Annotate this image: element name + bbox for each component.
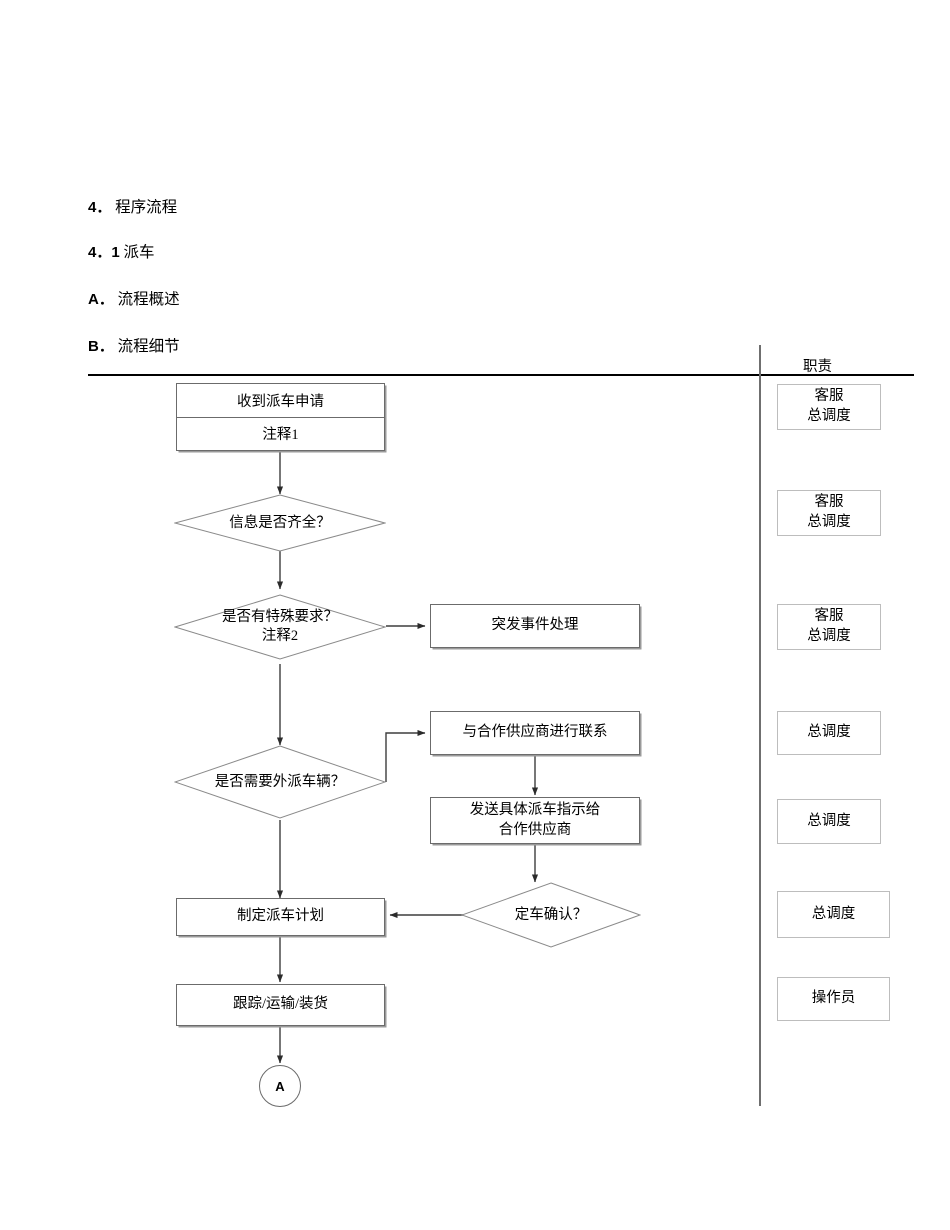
connector-circle-a[interactable]: A <box>259 1065 301 1107</box>
node-send-dispatch-instruction[interactable]: 发送具体派车指示给 合作供应商 <box>430 797 640 844</box>
responsibility-box-4-line1: 总调度 <box>807 724 851 741</box>
responsibility-box-6: 总调度 <box>777 891 890 938</box>
table-top-rule <box>88 374 914 376</box>
responsibility-box-3-line2: 总调度 <box>807 628 851 644</box>
node-send-dispatch-instruction-line1: 发送具体派车指示给 <box>469 801 601 818</box>
node-contact-supplier-label: 与合作供应商进行联系 <box>462 724 608 741</box>
node-contact-supplier[interactable]: 与合作供应商进行联系 <box>430 711 640 755</box>
heading-1-marker: 4． <box>88 199 112 216</box>
node-receive-request[interactable]: 收到派车申请 注释1 <box>176 383 385 451</box>
responsibility-box-4: 总调度 <box>777 711 881 755</box>
heading-3: A． 流程概述 <box>88 292 180 308</box>
responsibility-box-5: 总调度 <box>777 799 881 844</box>
heading-1-text: 程序流程 <box>115 199 178 216</box>
heading-2-marker: 4．1 <box>88 244 120 261</box>
decision-vehicle-confirmed[interactable]: 定车确认？ <box>461 882 641 948</box>
responsibility-box-7: 操作员 <box>777 977 890 1021</box>
heading-1: 4． 程序流程 <box>88 200 177 216</box>
node-track-transport-load-label: 跟踪/运输/装货 <box>232 996 329 1013</box>
node-make-dispatch-plan-label: 制定派车计划 <box>237 908 324 925</box>
responsibility-box-7-line1: 操作员 <box>811 990 856 1007</box>
heading-2-text: 派车 <box>123 244 155 261</box>
decision-info-complete[interactable]: 信息是否齐全？ <box>174 494 386 552</box>
connector-circle-a-label: A <box>275 1078 285 1094</box>
heading-4-text: 流程细节 <box>117 338 180 355</box>
responsibility-header: 职责 <box>803 359 832 375</box>
node-track-transport-load[interactable]: 跟踪/运输/装货 <box>176 984 385 1026</box>
responsibility-box-5-line1: 总调度 <box>807 812 851 829</box>
responsibility-box-1: 客服 总调度 <box>777 384 881 430</box>
responsibility-box-3-line1: 客服 <box>814 608 844 625</box>
heading-4-marker: B． <box>88 338 114 355</box>
node-receive-request-title: 收到派车申请 <box>177 384 384 418</box>
node-receive-request-note: 注释1 <box>262 427 299 444</box>
responsibility-box-3: 客服 总调度 <box>777 604 881 650</box>
node-make-dispatch-plan[interactable]: 制定派车计划 <box>176 898 385 936</box>
heading-4: B． 流程细节 <box>88 339 180 355</box>
node-emergency-handling-label: 突发事件处理 <box>491 617 579 634</box>
node-send-dispatch-instruction-line2: 合作供应商 <box>498 821 572 838</box>
responsibility-box-2: 客服 总调度 <box>777 490 881 536</box>
node-emergency-handling[interactable]: 突发事件处理 <box>430 604 640 648</box>
responsibility-box-6-line1: 总调度 <box>811 905 856 922</box>
decision-special-request[interactable]: 是否有特殊要求？ 注释2 <box>174 594 386 660</box>
responsibility-box-1-line1: 客服 <box>814 388 844 405</box>
heading-3-text: 流程概述 <box>117 291 180 308</box>
decision-need-external-vehicle[interactable]: 是否需要外派车辆？ <box>174 745 386 819</box>
heading-2: 4．1 派车 <box>88 245 154 261</box>
responsibility-divider <box>759 345 761 1106</box>
responsibility-box-2-line1: 客服 <box>814 494 844 511</box>
responsibility-box-1-line2: 总调度 <box>807 408 851 424</box>
responsibility-box-2-line2: 总调度 <box>807 514 851 530</box>
heading-3-marker: A． <box>88 291 114 308</box>
